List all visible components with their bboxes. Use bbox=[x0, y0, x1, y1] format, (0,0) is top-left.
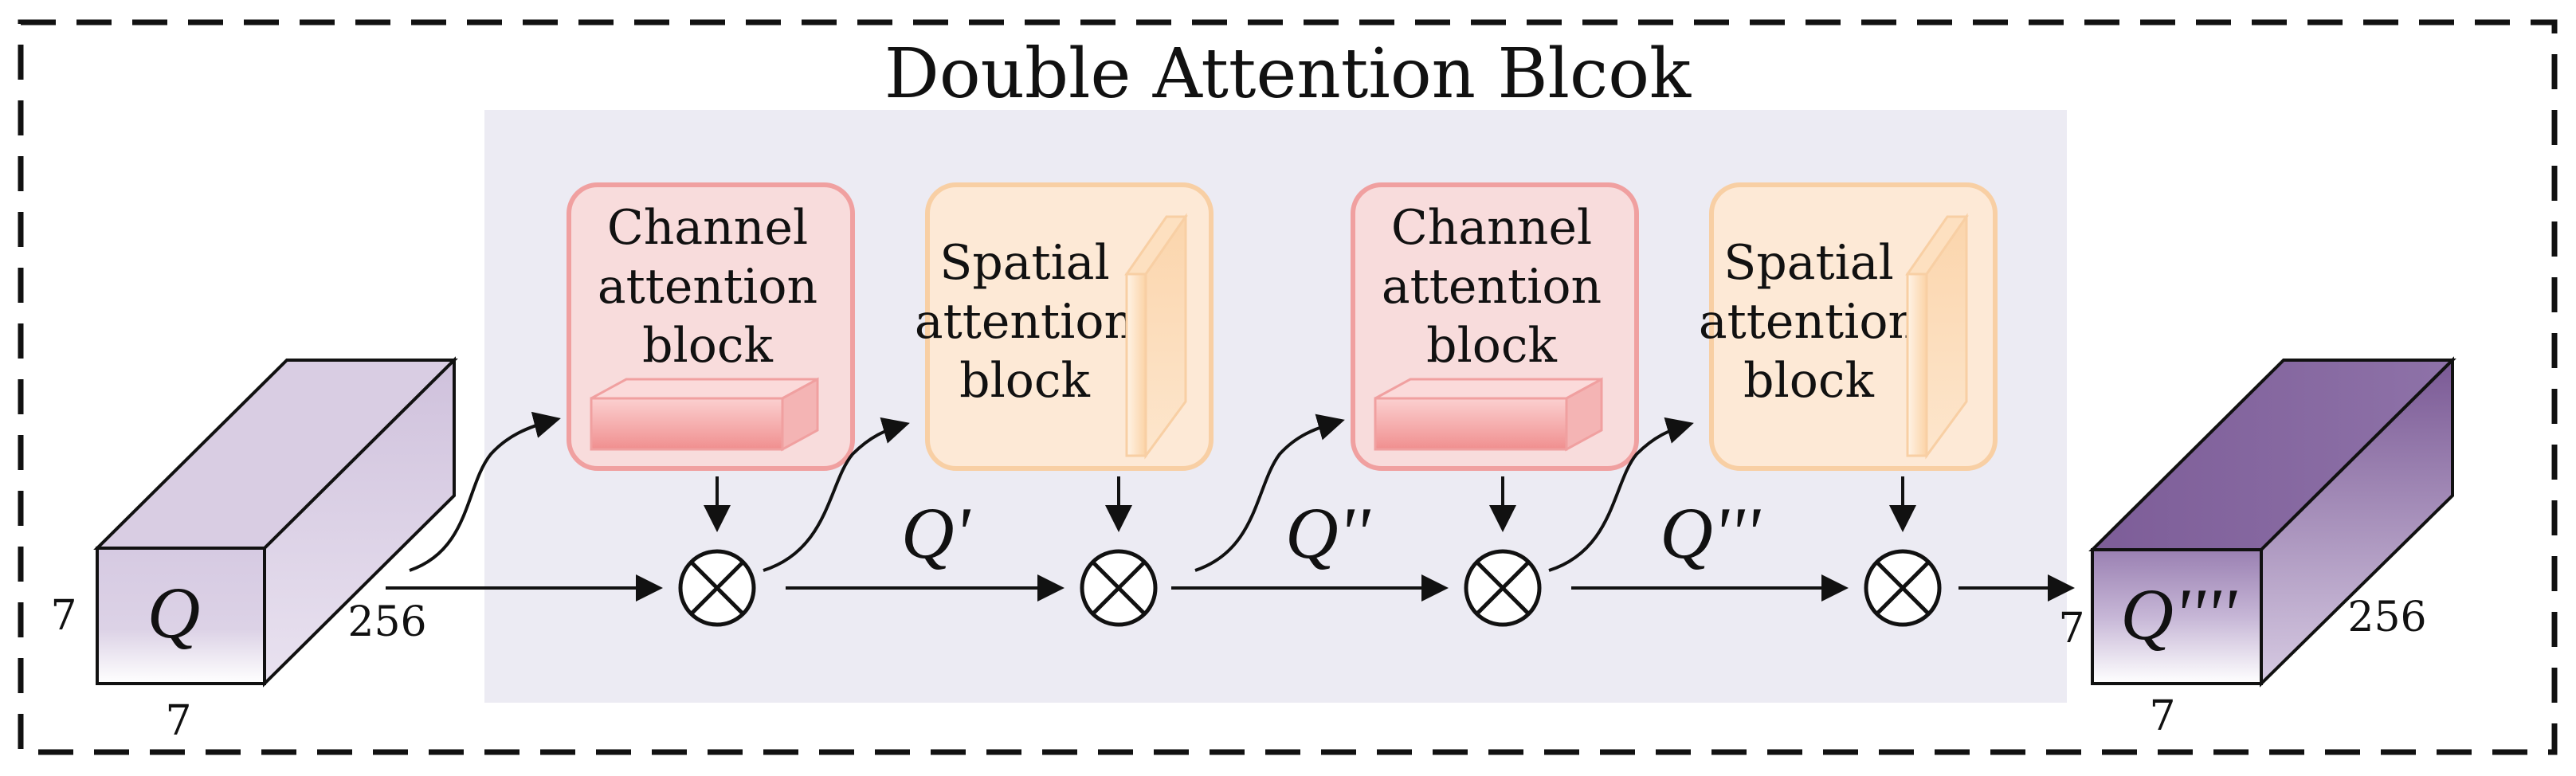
input-cube-front bbox=[96, 547, 266, 685]
curve-op3-to-spatial2 bbox=[1548, 417, 1694, 572]
spatial-attention-block-1: Spatial attention block bbox=[915, 182, 1214, 471]
multiply-operator-4 bbox=[1864, 549, 1942, 627]
spatial-block-1-slab bbox=[1124, 213, 1188, 460]
input-tensor-label: Q bbox=[147, 572, 200, 653]
intermediate-label-q1: Q' bbox=[901, 492, 970, 574]
output-tensor-label: Q'''' bbox=[2120, 574, 2237, 655]
diagram-title: Double Attention Blcok bbox=[884, 34, 1692, 114]
channel-attention-block-1: Channel attention block bbox=[567, 182, 855, 471]
spatial-block-1-line-2: attention bbox=[915, 294, 1135, 350]
output-depth-label: 256 bbox=[2347, 594, 2426, 641]
intermediate-label-q3: Q''' bbox=[1660, 492, 1761, 574]
curve-input-to-channel1 bbox=[409, 411, 561, 572]
channel-attention-block-2: Channel attention block bbox=[1351, 182, 1639, 471]
channel-block-1-line-3: block bbox=[642, 318, 773, 374]
spatial-block-2-slab bbox=[1905, 213, 1969, 460]
curve-op1-to-spatial1 bbox=[763, 417, 910, 572]
spatial-block-2-line-2: attention bbox=[1699, 294, 1919, 350]
channel-block-1-slab bbox=[590, 377, 819, 452]
output-tensor: Q'''' 7 7 256 bbox=[2058, 356, 2456, 740]
output-width-label: 7 bbox=[2149, 692, 2175, 740]
spatial-block-2-line-3: block bbox=[1743, 353, 1874, 409]
output-cube-front bbox=[2091, 548, 2263, 685]
spatial-block-1-line-1: Spatial bbox=[939, 235, 1110, 291]
spatial-attention-block-2: Spatial attention block bbox=[1699, 182, 1998, 471]
channel-block-1-line-1: Channel bbox=[607, 200, 808, 256]
input-tensor: Q 7 7 256 bbox=[50, 356, 458, 745]
input-width-label: 7 bbox=[165, 697, 191, 745]
channel-block-2-line-2: attention bbox=[1382, 259, 1602, 315]
spatial-block-1-line-3: block bbox=[959, 353, 1090, 409]
input-depth-label: 256 bbox=[347, 598, 426, 646]
multiply-operator-3 bbox=[1464, 549, 1542, 627]
channel-block-2-slab bbox=[1374, 377, 1603, 452]
input-height-label: 7 bbox=[50, 592, 76, 640]
multiply-operator-2 bbox=[1080, 549, 1158, 627]
curve-op2-to-channel2 bbox=[1194, 413, 1345, 572]
intermediate-label-q2: Q'' bbox=[1285, 492, 1370, 574]
channel-block-2-line-3: block bbox=[1426, 318, 1557, 374]
multiply-operator-1 bbox=[678, 549, 756, 627]
outer-dashed-frame bbox=[18, 19, 2558, 755]
channel-block-2-line-1: Channel bbox=[1391, 200, 1592, 256]
channel-block-1-line-2: attention bbox=[598, 259, 817, 315]
output-height-label: 7 bbox=[2058, 605, 2084, 653]
spatial-block-2-line-1: Spatial bbox=[1723, 235, 1894, 291]
